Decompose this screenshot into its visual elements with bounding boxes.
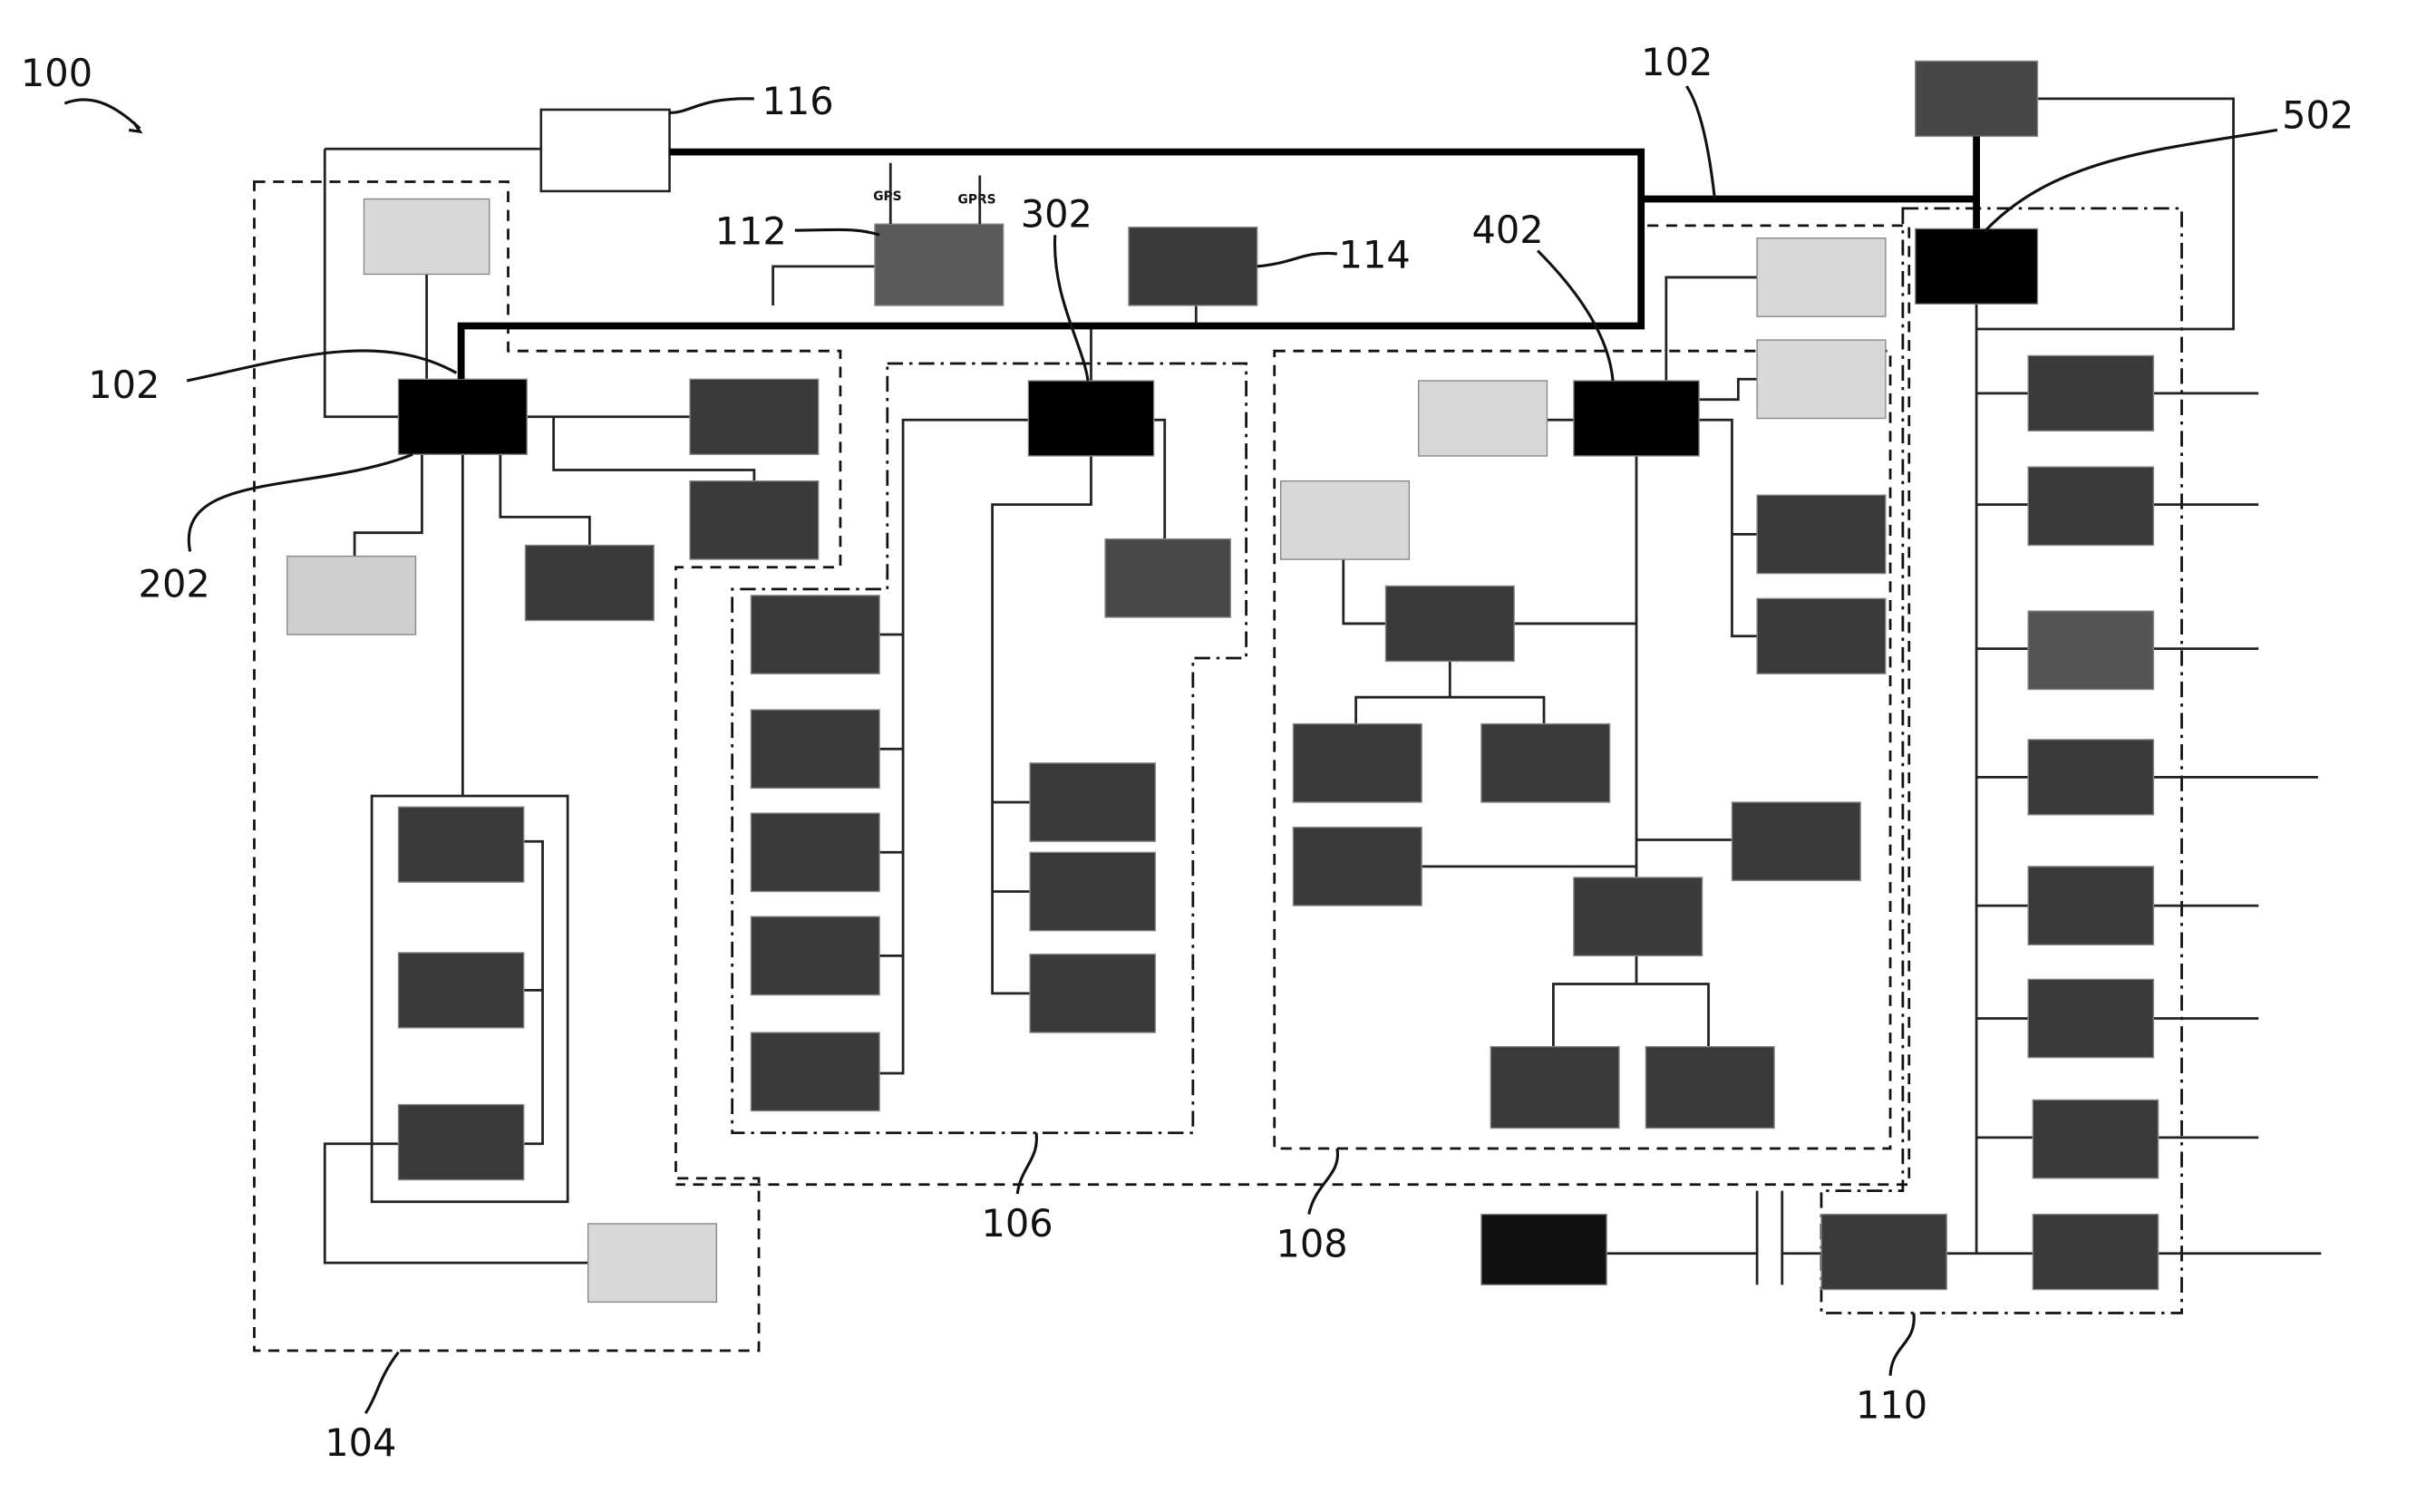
connector-line [325,149,398,417]
ref-112: 112 [715,209,787,254]
connector-line [1976,304,2033,1253]
ref-202: 202 [139,562,210,606]
unit-box [2028,979,2153,1057]
leader-100 [64,100,140,129]
connector-line [524,841,543,1144]
unit-114-box [1129,228,1257,305]
ref-502: 502 [2282,93,2354,138]
unit-box [398,953,523,1028]
unit-box [1732,802,1860,880]
arrowhead-100 [129,122,140,131]
unit-116-box [541,110,670,191]
ref-114: 114 [1339,233,1411,277]
connector-line [1699,379,1757,399]
gps-label: GPS [873,189,901,204]
connector-line [1553,955,1636,1046]
connector-line [1636,984,1709,1046]
connector-line [1666,277,1757,381]
leader-202 [189,454,412,551]
leader-102-top [1686,86,1714,199]
unit-box [1757,340,1886,418]
unit-box [2028,611,2153,689]
unit-box [690,481,819,559]
connector-line [1154,420,1165,538]
ref-302: 302 [1021,192,1092,237]
ref-104: 104 [325,1420,396,1465]
unit-box [1105,539,1230,617]
unit-502-top-box [1916,61,2038,136]
unit-402-box [1574,381,1699,456]
unit-302-box [1028,381,1153,456]
leader-302 [1054,235,1088,381]
leader-110 [1890,1313,1914,1375]
ref-100: 100 [21,51,92,95]
connector-line [879,420,1028,1073]
leader-402 [1538,251,1613,381]
ref-116: 116 [762,79,834,123]
ref-402: 402 [1472,208,1544,252]
unit-box [2028,355,2153,431]
bus-branch-502 [1641,136,1976,199]
unit-box [1293,828,1422,906]
unit-box [2033,1100,2158,1178]
unit-box [398,807,523,882]
ref-106: 106 [981,1201,1053,1245]
unit-box [751,710,879,788]
unit-502-box [1916,228,2038,304]
unit-box [1757,495,1886,573]
unit-box [1757,598,1886,674]
unit-110-box [1821,1215,1946,1290]
regions [254,182,2181,1351]
unit-box [1481,724,1610,802]
unit-box [751,1032,879,1110]
connector-line [1356,661,1451,723]
unit-box [2028,867,2153,945]
leader-112 [795,229,879,235]
unit-box [1030,852,1155,930]
ref-102-left: 102 [88,363,160,407]
leader-104 [365,1352,398,1413]
unit-box [287,557,416,635]
unit-box [1574,877,1703,955]
connector-line [1450,697,1544,723]
unit-112-box [875,224,1004,305]
unit-box [1281,481,1410,559]
unit-box [1293,724,1422,802]
unit-box [1645,1047,1774,1129]
unit-box [588,1224,717,1302]
unit-box [398,1105,523,1180]
unit-box [751,596,879,674]
connector-line [773,267,875,305]
leader-108 [1309,1149,1338,1215]
ref-110: 110 [1856,1382,1927,1427]
unit-box [2028,740,2153,815]
unit-box [2028,467,2153,545]
unit-box [751,813,879,891]
unit-box [1490,1047,1619,1129]
gprs-label: GPRS [958,193,996,208]
signal-labels: GPS GPRS [873,163,995,224]
unit-box [2033,1215,2158,1290]
connector-line [500,454,590,545]
unit-box [364,199,489,275]
unit-202-box [398,379,527,454]
leader-114 [1257,253,1337,266]
unit-box [751,916,879,994]
unit-box [690,379,819,454]
leader-102-left [187,351,456,381]
connector-line [1699,420,1757,636]
unit-box [1757,238,1886,316]
unit-box [526,546,655,621]
unit-box [1030,955,1155,1032]
unit-box [1385,586,1514,661]
leader-116 [670,99,754,113]
unit-box [1030,763,1155,841]
ref-108: 108 [1276,1221,1347,1265]
unit-box [1419,381,1548,456]
connector-line [1344,559,1386,624]
ref-102-top: 102 [1641,40,1713,84]
unit-box [1481,1215,1606,1285]
